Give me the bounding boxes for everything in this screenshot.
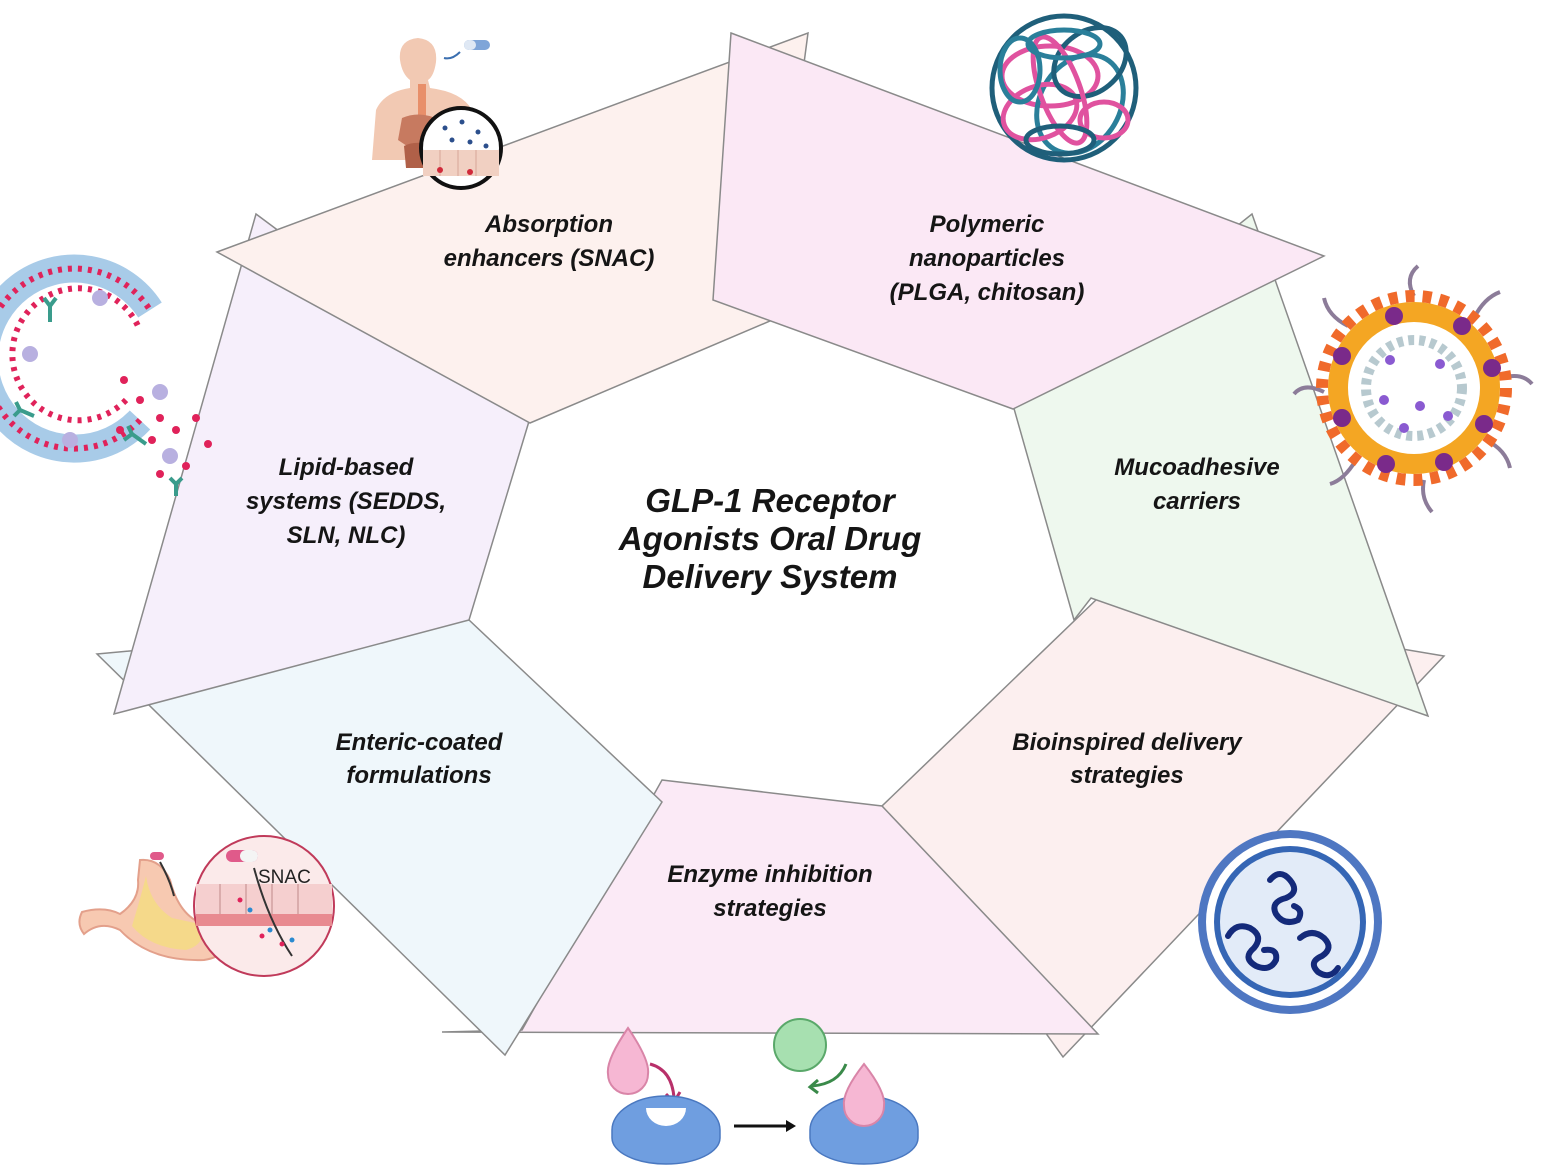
bioinspired-vesicle-icon (1198, 830, 1382, 1014)
stomach-snac-icon: SNAC (78, 835, 335, 977)
liposome-icon (0, 254, 212, 496)
snac-label: SNAC (258, 867, 311, 888)
panel-polymeric (712, 31, 1326, 410)
enzyme-inhibitor-icon (606, 1018, 919, 1165)
human-digestive-absorption-icon (372, 38, 503, 190)
polymer-nanoparticle-icon (989, 13, 1139, 163)
micelle-carrier-icon (1292, 264, 1534, 514)
